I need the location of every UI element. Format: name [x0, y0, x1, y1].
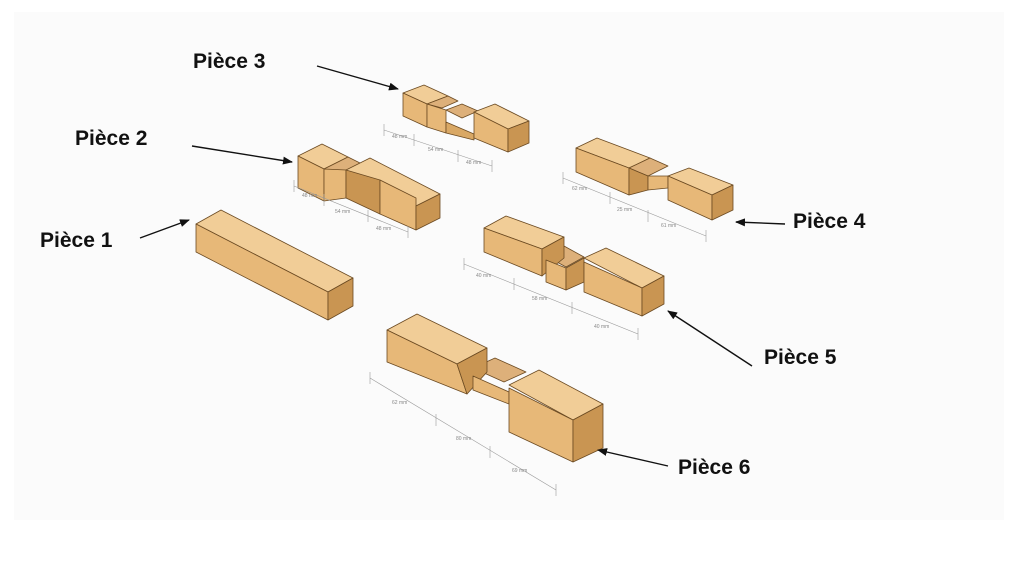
svg-text:80 mm: 80 mm [456, 436, 471, 442]
svg-text:48 mm: 48 mm [466, 160, 481, 166]
piece-4-block [575, 137, 734, 221]
svg-text:48 mm: 48 mm [392, 134, 407, 140]
piece-5-block [483, 215, 665, 317]
label-piece-2: Pièce 2 [75, 127, 148, 150]
svg-text:40 mm: 40 mm [476, 273, 491, 279]
dimension-lines [293, 124, 707, 496]
svg-text:62 mm: 62 mm [572, 186, 587, 192]
diagram-panel [14, 12, 1004, 520]
svg-text:62 mm: 62 mm [392, 400, 407, 406]
svg-text:69 mm: 69 mm [512, 468, 527, 474]
svg-text:58 mm: 58 mm [532, 296, 547, 302]
dimension-texts: 48 mm 54 mm 48 mm 48 mm 54 mm 48 mm 62 m… [302, 134, 676, 474]
svg-text:40 mm: 40 mm [594, 324, 609, 330]
label-piece-1: Pièce 1 [40, 229, 113, 252]
svg-text:48 mm: 48 mm [376, 226, 391, 232]
label-piece-4: Pièce 4 [793, 210, 866, 233]
piece-2-block [297, 143, 441, 231]
piece-3-block [402, 84, 530, 153]
svg-text:54 mm: 54 mm [335, 209, 350, 215]
svg-text:48 mm: 48 mm [302, 193, 317, 199]
svg-text:25 mm: 25 mm [617, 207, 632, 213]
label-piece-6: Pièce 6 [678, 456, 751, 479]
piece-1-block [195, 209, 354, 321]
label-piece-3: Pièce 3 [193, 50, 266, 73]
label-piece-5: Pièce 5 [764, 346, 837, 369]
piece-6-block [386, 313, 604, 463]
svg-text:54 mm: 54 mm [428, 147, 443, 153]
svg-text:61 mm: 61 mm [661, 223, 676, 229]
pointer-arrows [139, 65, 786, 467]
